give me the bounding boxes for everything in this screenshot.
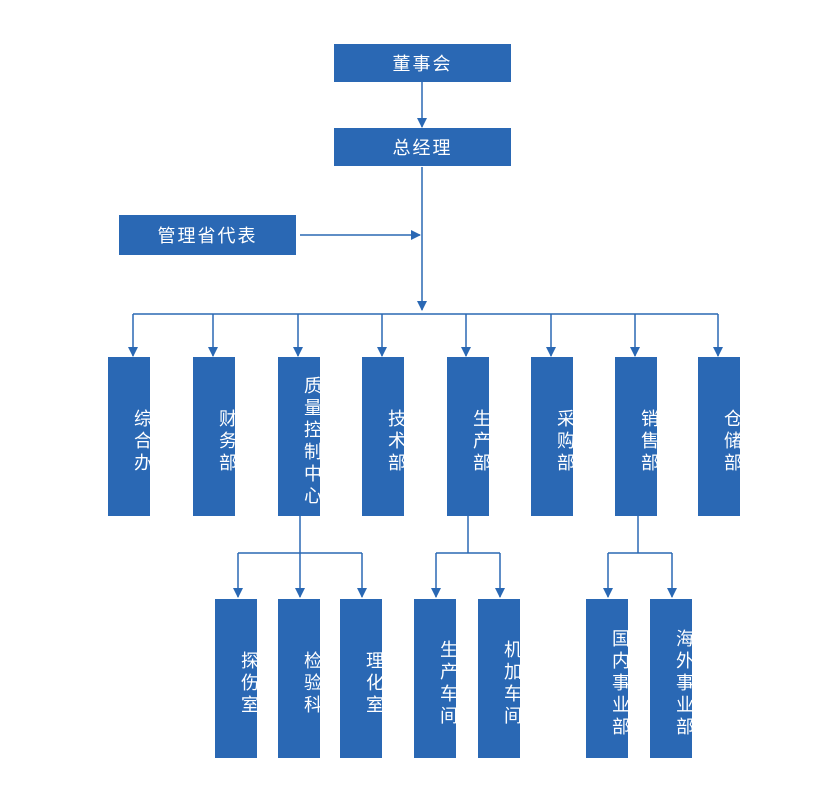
unit-machining-workshop: 机加车间 — [478, 599, 522, 758]
unit-production-workshop: 生产车间 — [414, 599, 458, 758]
dept-warehouse: 仓储部 — [698, 357, 742, 516]
board-node: 董事会 — [334, 44, 511, 82]
general-manager-node: 总经理 — [334, 128, 511, 166]
dept-general-office: 综合办 — [108, 357, 152, 516]
unit-overseas-division: 海外事业部 — [650, 599, 694, 758]
dept-production: 生产部 — [447, 357, 491, 516]
dept-technology: 技术部 — [362, 357, 406, 516]
unit-domestic-division: 国内事业部 — [586, 599, 630, 758]
unit-inspection-section: 检验科 — [278, 599, 322, 758]
dept-procurement: 采购部 — [531, 357, 575, 516]
unit-physchem-room: 理化室 — [340, 599, 384, 758]
unit-flaw-detection-room: 探伤室 — [215, 599, 259, 758]
management-representative-node: 管理省代表 — [119, 215, 296, 255]
dept-finance: 财务部 — [193, 357, 237, 516]
dept-quality-control: 质量控制中心 — [278, 357, 322, 516]
dept-sales: 销售部 — [615, 357, 659, 516]
